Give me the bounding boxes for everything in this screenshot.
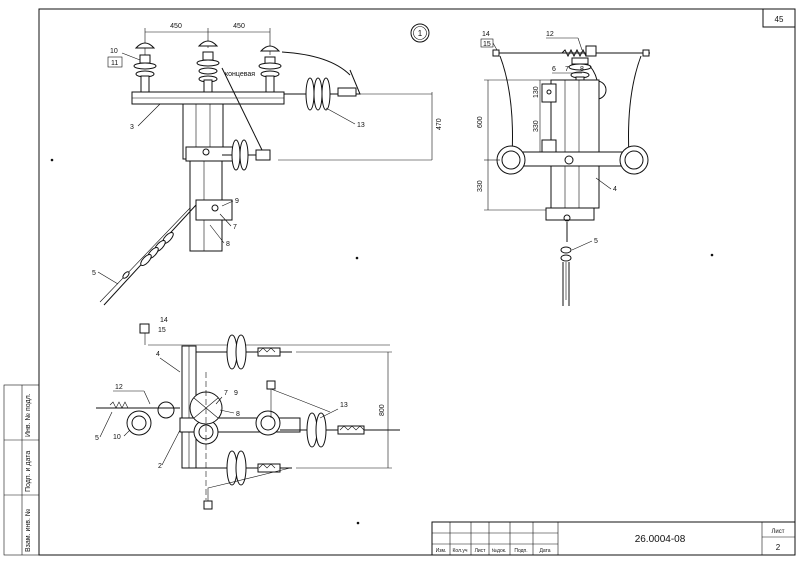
- side-stamp-3: Взам. инв. №: [25, 509, 32, 552]
- arrester-diagonal: [99, 204, 197, 306]
- col-header-1: Изм.: [436, 548, 447, 554]
- callout-4: 4: [613, 186, 617, 193]
- dim-600: 600: [477, 116, 484, 128]
- callout-9b: 9: [234, 390, 238, 397]
- callout-9: 9: [235, 198, 239, 205]
- dim-330-inner: 330: [533, 120, 540, 132]
- side-stamp-2: Подп. и дата: [25, 451, 32, 492]
- callout-5r: 5: [594, 238, 598, 245]
- col-header-2: Кол.уч: [453, 548, 468, 554]
- callout-8b: 8: [236, 411, 240, 418]
- col-header-5: Подп.: [514, 548, 527, 554]
- col-header-4: №док.: [492, 548, 507, 554]
- callout-11: 11: [111, 60, 118, 67]
- callout-7b: 7: [224, 390, 228, 397]
- callout-8r: 8: [580, 66, 584, 73]
- sheet-value: 2: [776, 543, 781, 552]
- view-marker: 1: [410, 23, 430, 43]
- callout-8: 8: [226, 241, 230, 248]
- callout-12b: 12: [115, 384, 123, 391]
- callout-7r: 7: [565, 66, 569, 73]
- view-top-left: 450 450: [92, 23, 443, 306]
- dim-450-right: 450: [233, 23, 245, 30]
- callout-12: 12: [546, 31, 554, 38]
- col-header-6: Дата: [539, 548, 550, 554]
- small-label: концевая: [225, 71, 255, 78]
- view-bottom: 14 15: [95, 317, 400, 510]
- callout-10b: 10: [113, 434, 121, 441]
- string-insulator-lower: [231, 139, 249, 171]
- callout-5b: 5: [95, 435, 99, 442]
- insulator-left-top: [133, 42, 157, 93]
- callout-14: 14: [482, 31, 490, 38]
- side-stamp-1: Инв. № подл.: [25, 393, 32, 437]
- callout-10: 10: [110, 48, 118, 55]
- callout-5: 5: [92, 270, 96, 277]
- page-number: 45: [775, 15, 784, 24]
- callout-7: 7: [233, 224, 237, 231]
- svg-text:1: 1: [418, 29, 423, 38]
- dim-450-left: 450: [170, 23, 182, 30]
- callout-13b: 13: [340, 402, 348, 409]
- insulator-right-top: [258, 45, 282, 93]
- callout-4b: 4: [156, 351, 160, 358]
- col-header-3: Лист: [475, 548, 487, 554]
- callout-13: 13: [357, 122, 365, 129]
- title-block: Изм. Кол.уч Лист №док. Подп. Дата 26.000…: [431, 521, 796, 556]
- view-top-right: 600 330 130 330 14 15 12 6 7 8 4 5: [477, 31, 650, 306]
- callout-15b: 15: [158, 327, 166, 334]
- sheet-frame: [38, 8, 796, 556]
- dim-800: 800: [379, 404, 386, 416]
- document-code: 26.0004-08: [635, 534, 686, 545]
- insulator-center-top: [196, 40, 220, 93]
- side-stamp: [3, 384, 40, 556]
- callout-2: 2: [158, 463, 162, 470]
- dim-470: 470: [436, 118, 443, 130]
- sheet-label: Лист: [771, 529, 784, 535]
- callout-15: 15: [483, 41, 491, 48]
- page-number-box: [762, 8, 796, 28]
- pole-top-right: [550, 79, 600, 163]
- callout-6: 6: [552, 66, 556, 73]
- dim-330-lower: 330: [477, 180, 484, 192]
- callout-3: 3: [130, 124, 134, 131]
- string-insulator-upper: [305, 77, 331, 111]
- dim-130: 130: [533, 86, 540, 98]
- callout-14b: 14: [160, 317, 168, 324]
